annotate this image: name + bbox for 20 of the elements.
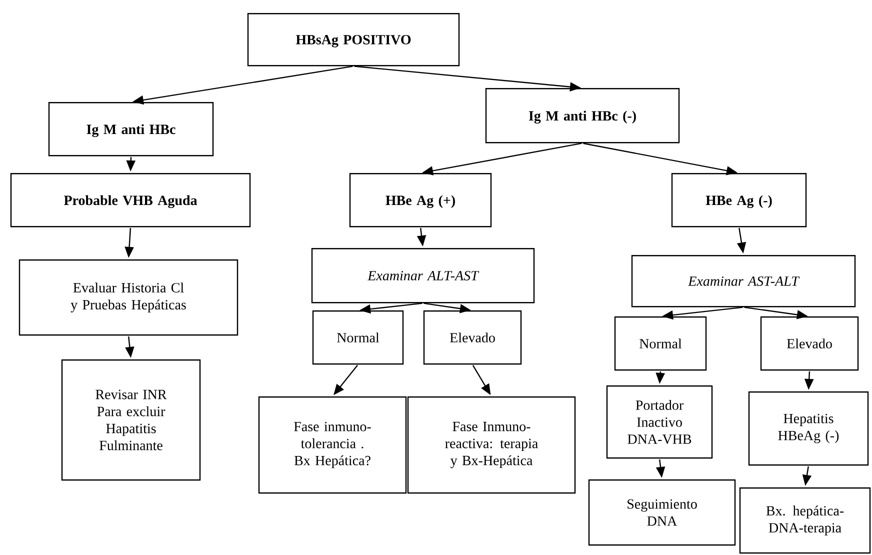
result-box: Bx. hepática- DNA-terapia: [739, 487, 871, 554]
action-box: Examinar AST-ALT: [631, 255, 856, 308]
result-box: Fase inmuno-tolerancia . Bx Hepática?: [258, 396, 407, 494]
result-box: Fase Inmuno-reactiva: terapia y Bx-Hepática: [407, 396, 576, 494]
result-box: Ig M anti HBc: [48, 102, 214, 156]
result-box: Probable VHB Aguda: [10, 173, 251, 228]
result-box: HBsAg POSITIVO: [247, 13, 460, 66]
result-box: Revisar INR Para excluir Hapatitis Fulminante: [61, 359, 201, 481]
result-box: Portador Inactivo DNA-VHB: [606, 385, 713, 459]
result-box: Normal: [312, 310, 404, 365]
result-box: Evaluar Historia Cl y Pruebas Hepáticas: [18, 259, 238, 336]
result-box: Seguimiento DNA: [588, 479, 736, 546]
result-box: HBe Ag (-): [671, 173, 807, 228]
result-box: Elevado: [760, 316, 859, 371]
result-box: Elevado: [423, 310, 522, 365]
action-box: Examinar ALT-AST: [311, 248, 535, 304]
result-box: HBe Ag (+): [349, 173, 492, 228]
result-box: Hepatitis HBeAg (-): [748, 391, 869, 466]
result-box: Normal: [614, 316, 707, 371]
result-box: Ig M anti HBc (-): [485, 88, 680, 144]
